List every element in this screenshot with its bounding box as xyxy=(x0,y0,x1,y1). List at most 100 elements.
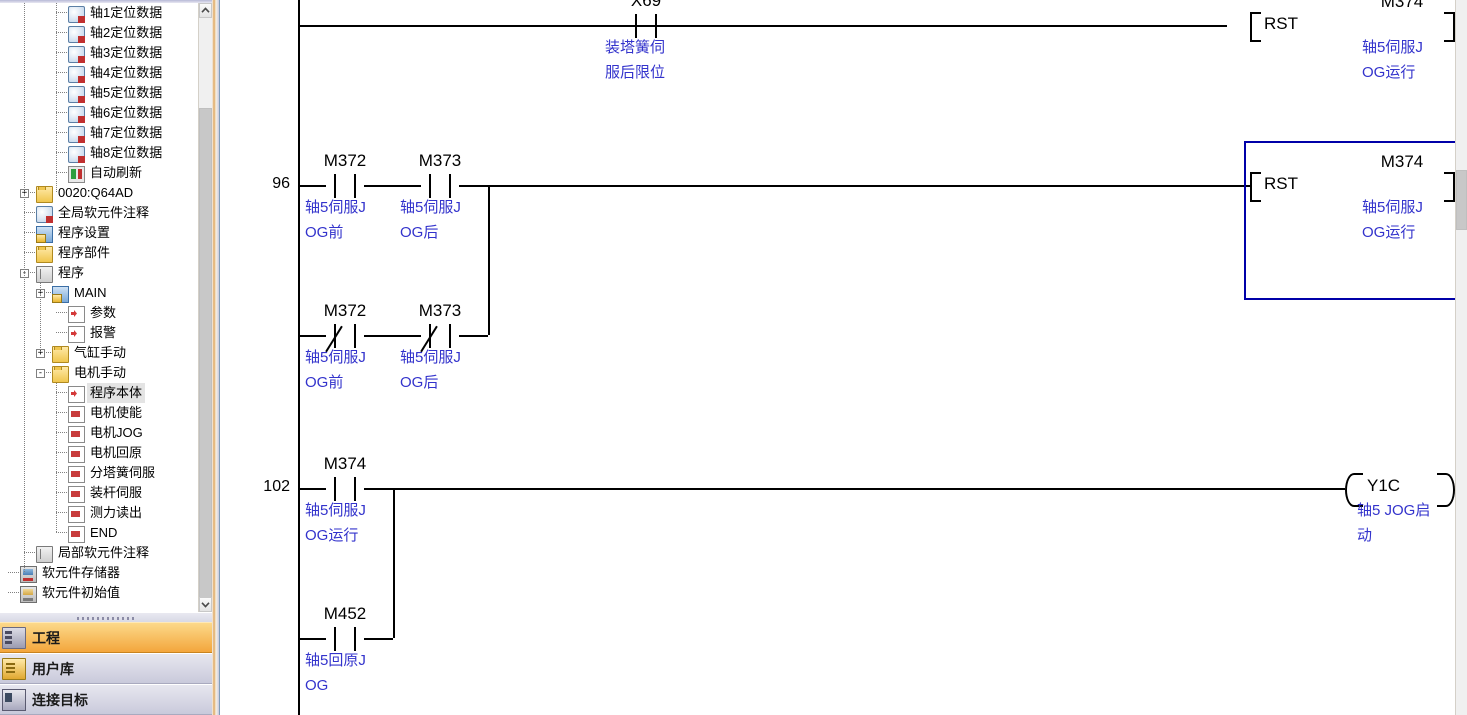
tree-item-16[interactable]: 报警 xyxy=(0,323,198,343)
tree-item-0[interactable]: 轴1定位数据 xyxy=(0,3,198,23)
user-library-icon xyxy=(2,657,26,680)
comment-line: 轴5伺服J xyxy=(305,349,366,366)
tree-item-4[interactable]: 轴5定位数据 xyxy=(0,83,198,103)
nav-tab-user-library[interactable]: 用户库 xyxy=(0,653,212,684)
tree-item-label: 电机使能 xyxy=(90,405,143,420)
tree-item-10[interactable]: 全局软元件注释 xyxy=(0,203,198,223)
contact-M372-no[interactable] xyxy=(326,174,364,198)
alarm-icon xyxy=(68,326,85,343)
ladder-scrollbar-thumb[interactable] xyxy=(1456,170,1467,230)
rung1-wire-right xyxy=(665,25,1227,27)
tree-item-3[interactable]: 轴4定位数据 xyxy=(0,63,198,83)
pou-icon xyxy=(68,446,85,463)
tree-item-5[interactable]: 轴6定位数据 xyxy=(0,103,198,123)
rung96-wire-c xyxy=(459,185,1250,187)
instruction-opcode: RST xyxy=(1264,14,1298,33)
tree-item-label: 装杆伺服 xyxy=(90,485,143,500)
instruction-operand-M374: M374 xyxy=(1380,0,1424,11)
comment-line: OG后 xyxy=(400,374,439,391)
rung102-wire-c xyxy=(298,638,326,640)
positioning-data-icon xyxy=(68,66,85,83)
contact-X69[interactable] xyxy=(627,14,665,38)
ladder-vertical-scrollbar[interactable] xyxy=(1455,0,1467,715)
tree-item-27[interactable]: 局部软元件注释 xyxy=(0,543,198,563)
tree-connector xyxy=(40,352,52,353)
device-comment-M373-top: 轴5伺服J OG后 xyxy=(400,195,461,245)
nav-tab-connection-destination[interactable]: 连接目标 xyxy=(0,684,212,715)
navigator-edge-divider xyxy=(212,0,219,715)
tree-item-label: 轴3定位数据 xyxy=(90,45,163,60)
tree-item-17[interactable]: +气缸手动 xyxy=(0,343,198,363)
tree-item-15[interactable]: 参数 xyxy=(0,303,198,323)
tree-item-24[interactable]: 装杆伺服 xyxy=(0,483,198,503)
tree-item-12[interactable]: 程序部件 xyxy=(0,243,198,263)
collapse-icon[interactable]: - xyxy=(36,368,45,378)
tree-item-20[interactable]: 电机使能 xyxy=(0,403,198,423)
scrollbar-thumb[interactable] xyxy=(199,108,212,603)
tree-connector xyxy=(40,372,52,373)
contact-M372-nc[interactable] xyxy=(325,324,364,353)
tree-item-23[interactable]: 分塔簧伺服 xyxy=(0,463,198,483)
tree-item-label: 程序 xyxy=(58,265,85,280)
device-label-X69: X69 xyxy=(630,0,662,10)
tree-item-26[interactable]: END xyxy=(0,523,198,543)
tree-item-2[interactable]: 轴3定位数据 xyxy=(0,43,198,63)
tree-item-11[interactable]: 程序设置 xyxy=(0,223,198,243)
tree-connector xyxy=(24,252,36,253)
rung96-wire-d xyxy=(298,335,326,337)
comment-line: 轴5伺服J xyxy=(305,502,366,519)
contact-bar-right xyxy=(449,174,451,198)
coil-Y1C[interactable] xyxy=(1345,473,1455,507)
tree-item-21[interactable]: 电机JOG xyxy=(0,423,198,443)
nav-tab-project-label: 工程 xyxy=(32,629,60,646)
tree-item-1[interactable]: 轴2定位数据 xyxy=(0,23,198,43)
contact-bar-right xyxy=(354,477,356,501)
tree-item-14[interactable]: +MAIN xyxy=(0,283,198,303)
contact-M452[interactable] xyxy=(326,627,364,651)
navigator-vertical-scrollbar[interactable] xyxy=(198,3,212,612)
tree-item-28[interactable]: 软元件存储器 xyxy=(0,563,198,583)
tree-item-25[interactable]: 测力读出 xyxy=(0,503,198,523)
tree-item-7[interactable]: 轴8定位数据 xyxy=(0,143,198,163)
motor-manual-icon xyxy=(52,366,69,383)
tree-connector xyxy=(56,332,68,333)
contact-M373-no[interactable] xyxy=(421,174,459,198)
tree-item-13[interactable]: -程序 xyxy=(0,263,198,283)
tree-item-29[interactable]: 软元件初始值 xyxy=(0,583,198,603)
tree-item-label: 轴2定位数据 xyxy=(90,25,163,40)
navigator-splitter[interactable] xyxy=(0,612,212,623)
contact-bar-right xyxy=(354,174,356,198)
nav-tab-project[interactable]: 工程 xyxy=(0,622,212,653)
program-body-icon xyxy=(68,386,85,403)
tree-item-18[interactable]: -电机手动 xyxy=(0,363,198,383)
tree-item-8[interactable]: 自动刷新 xyxy=(0,163,198,183)
tree-item-19[interactable]: 程序本体 xyxy=(0,383,198,403)
instruction-block-RST-M374[interactable]: RST xyxy=(1250,12,1455,42)
tree-connector xyxy=(56,392,68,393)
step-number-102: 102 xyxy=(263,478,290,495)
comment-line: OG后 xyxy=(400,224,439,241)
device-label-M373-top: M373 xyxy=(418,151,462,170)
tree-item-22[interactable]: 电机回原 xyxy=(0,443,198,463)
tree-connector xyxy=(56,472,68,473)
contact-M374[interactable] xyxy=(326,477,364,501)
instruction-block-RST-M374-selected[interactable]: RST xyxy=(1250,172,1455,202)
device-label-M452: M452 xyxy=(323,604,367,623)
chevron-up-icon[interactable] xyxy=(199,3,212,18)
tree-item-label: END xyxy=(90,525,118,540)
rung102-wire-d xyxy=(364,638,393,640)
auto-refresh-icon xyxy=(68,166,85,183)
tree-connector xyxy=(56,512,68,513)
chevron-down-icon[interactable] xyxy=(199,597,212,612)
tree-connector xyxy=(56,152,68,153)
contact-M373-nc[interactable] xyxy=(420,324,459,353)
instruction-bracket-left xyxy=(1250,12,1261,42)
comment-line: 轴5伺服J xyxy=(400,199,461,216)
coil-comment-Y1C: 轴5 JOG启动 xyxy=(1357,498,1430,548)
project-tree[interactable]: 轴1定位数据轴2定位数据轴3定位数据轴4定位数据轴5定位数据轴6定位数据轴7定位… xyxy=(0,3,198,612)
rung102-wire-a xyxy=(298,488,326,490)
tree-item-6[interactable]: 轴7定位数据 xyxy=(0,123,198,143)
tree-item-9[interactable]: +0020:Q64AD xyxy=(0,183,198,203)
